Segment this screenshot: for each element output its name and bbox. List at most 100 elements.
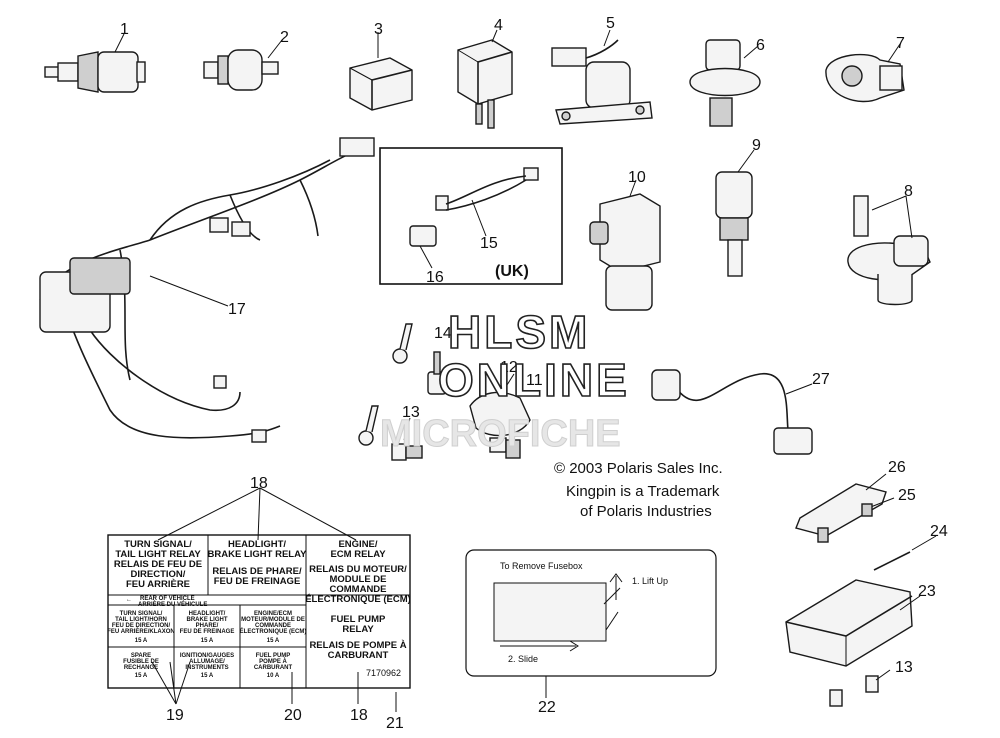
svg-text:CARBURANT: CARBURANT — [254, 665, 293, 671]
label-part-number: 7170962 — [366, 668, 401, 678]
svg-text:SPARE: SPARE — [131, 653, 151, 659]
svg-text:15 A: 15 A — [201, 638, 214, 644]
svg-text:COMMANDE: COMMANDE — [255, 623, 291, 629]
part-9-temp-sensor — [715, 149, 755, 277]
part-1-pressure-switch — [44, 33, 146, 93]
svg-text:ÉLECTRONIQUE (ECM): ÉLECTRONIQUE (ECM) — [305, 594, 411, 605]
copyright-line2: Kingpin is a Trademark — [566, 483, 720, 500]
svg-text:ALLUMAGE/: ALLUMAGE/ — [189, 659, 225, 665]
watermark-line2: ONLINE — [438, 354, 630, 406]
svg-text:RELAIS DU MOTEUR/: RELAIS DU MOTEUR/ — [309, 564, 407, 575]
svg-text:TURN SIGNAL/: TURN SIGNAL/ — [120, 611, 163, 617]
copyright-line1: © 2003 Polaris Sales Inc. — [554, 460, 723, 477]
card-title: To Remove Fusebox — [500, 561, 583, 571]
svg-text:RELAY: RELAY — [342, 624, 374, 635]
svg-text:TAIL LIGHT RELAY: TAIL LIGHT RELAY — [115, 549, 201, 560]
fuse-cell-turn-signal: TURN SIGNAL/ TAIL LIGHT/HORN FEU DE DIRE… — [107, 611, 174, 644]
fuse-cell-engine: ENGINE/ECM MOTEUR/MODULE DE COMMANDE ÉLE… — [240, 611, 307, 644]
callout-12: 12 — [500, 359, 518, 376]
part-3-connector — [349, 32, 413, 111]
callout-6: 6 — [756, 37, 765, 54]
label-leaders — [151, 487, 397, 712]
part-5-solenoid — [551, 29, 653, 125]
callout-7: 7 — [896, 35, 905, 52]
svg-text:PHARE/: PHARE/ — [196, 623, 219, 629]
copyright-line3: of Polaris Industries — [580, 503, 712, 520]
fuse-label-cell-engine-relay: ENGINE/ ECM RELAY RELAIS DU MOTEUR/ MODU… — [305, 539, 411, 605]
svg-text:RELAIS DE FEU DE: RELAIS DE FEU DE — [114, 559, 202, 570]
fuse-label-cell-turn-signal-relay: TURN SIGNAL/ TAIL LIGHT RELAY RELAIS DE … — [114, 539, 202, 590]
fuse-label-cell-fuel-relay: FUEL PUMP RELAY RELAIS DE POMPE À CARBUR… — [309, 614, 406, 661]
svg-text:FUEL PUMP: FUEL PUMP — [256, 653, 291, 659]
svg-text:ENGINE/ECM: ENGINE/ECM — [254, 611, 292, 617]
callout-1: 1 — [120, 21, 129, 38]
card-step2: 2. Slide — [508, 654, 538, 664]
svg-text:15 A: 15 A — [135, 673, 148, 679]
part-13-terminals — [358, 405, 423, 461]
part-10-sensor — [589, 179, 661, 311]
svg-text:FEU DE DIRECTION/: FEU DE DIRECTION/ — [112, 623, 171, 629]
callout-25: 25 — [898, 487, 916, 504]
callout-27: 27 — [812, 371, 830, 388]
callout-17: 17 — [228, 301, 246, 318]
part-2-pressure-switch — [203, 39, 283, 91]
rear-note-line1: REAR OF VEHICLE — [140, 596, 195, 602]
uk-label: (UK) — [495, 263, 529, 280]
svg-text:POMPE À: POMPE À — [259, 658, 287, 665]
svg-text:RELAIS DE PHARE/: RELAIS DE PHARE/ — [212, 566, 302, 577]
svg-text:RECHANGE: RECHANGE — [124, 665, 158, 671]
callout-10: 10 — [628, 169, 646, 186]
callout-23: 23 — [918, 583, 936, 600]
callout-21: 21 — [386, 715, 404, 732]
fusebox-card — [465, 549, 717, 698]
callout-19: 19 — [166, 707, 184, 724]
svg-text:CARBURANT: CARBURANT — [328, 650, 389, 661]
svg-text:IGNITION/GAUGES: IGNITION/GAUGES — [180, 653, 234, 659]
svg-text:RELAIS DE POMPE À: RELAIS DE POMPE À — [309, 640, 406, 651]
svg-text:BRAKE LIGHT RELAY: BRAKE LIGHT RELAY — [208, 549, 308, 560]
svg-text:15 A: 15 A — [201, 673, 214, 679]
svg-text:HEADLIGHT/: HEADLIGHT/ — [228, 539, 286, 550]
callout-9: 9 — [752, 137, 761, 154]
callout-4: 4 — [494, 17, 503, 34]
uk-inset-box — [379, 147, 563, 285]
part-14-terminal — [392, 323, 413, 364]
fuse-label-decal — [107, 534, 411, 689]
svg-text:FUSIBLE DE: FUSIBLE DE — [123, 659, 159, 665]
watermark-line3: MICROFICHE — [380, 413, 621, 455]
svg-text:DIRECTION/: DIRECTION/ — [131, 569, 186, 580]
svg-text:MOTEUR/MODULE DE: MOTEUR/MODULE DE — [241, 617, 305, 623]
callout-11: 11 — [526, 372, 543, 389]
callout-15: 15 — [480, 235, 498, 252]
rear-note-line2: ARRIÈRE DU VÉHICULE — [138, 600, 207, 608]
part-4-relay — [457, 29, 513, 129]
svg-text:10 A: 10 A — [267, 673, 280, 679]
svg-text:ENGINE/: ENGINE/ — [338, 539, 377, 550]
callout-18-bottom: 18 — [350, 707, 368, 724]
watermark-line1: HLSM — [448, 306, 590, 358]
callout-3: 3 — [374, 21, 383, 38]
callout-14: 14 — [434, 325, 452, 342]
part-24-screw — [873, 535, 937, 571]
part-6-map-sensor — [689, 39, 761, 127]
callout-16: 16 — [426, 269, 444, 286]
card-step1: 1. Lift Up — [632, 576, 668, 586]
fuse-cell-fuel-pump: FUEL PUMP POMPE À CARBURANT 10 A — [254, 653, 293, 679]
callout-18-top: 18 — [250, 475, 268, 492]
part-26-fusebox-cover — [795, 473, 895, 543]
callout-2: 2 — [280, 29, 289, 46]
svg-text:COMMANDE: COMMANDE — [330, 584, 387, 595]
callout-8: 8 — [904, 183, 913, 200]
svg-text:BRAKE LIGHT: BRAKE LIGHT — [187, 617, 228, 623]
callout-5: 5 — [606, 15, 615, 32]
part-23-fusebox — [785, 579, 921, 667]
part-17-wiring-harness — [39, 137, 375, 443]
svg-text:TURN SIGNAL/: TURN SIGNAL/ — [124, 539, 192, 550]
part-13-screws-lower — [829, 669, 891, 707]
svg-text:FUEL PUMP: FUEL PUMP — [331, 614, 386, 625]
svg-text:ÉLECTRONIQUE (ECM): ÉLECTRONIQUE (ECM) — [240, 627, 307, 635]
callout-24: 24 — [930, 523, 948, 540]
svg-text:ECM RELAY: ECM RELAY — [330, 549, 386, 560]
